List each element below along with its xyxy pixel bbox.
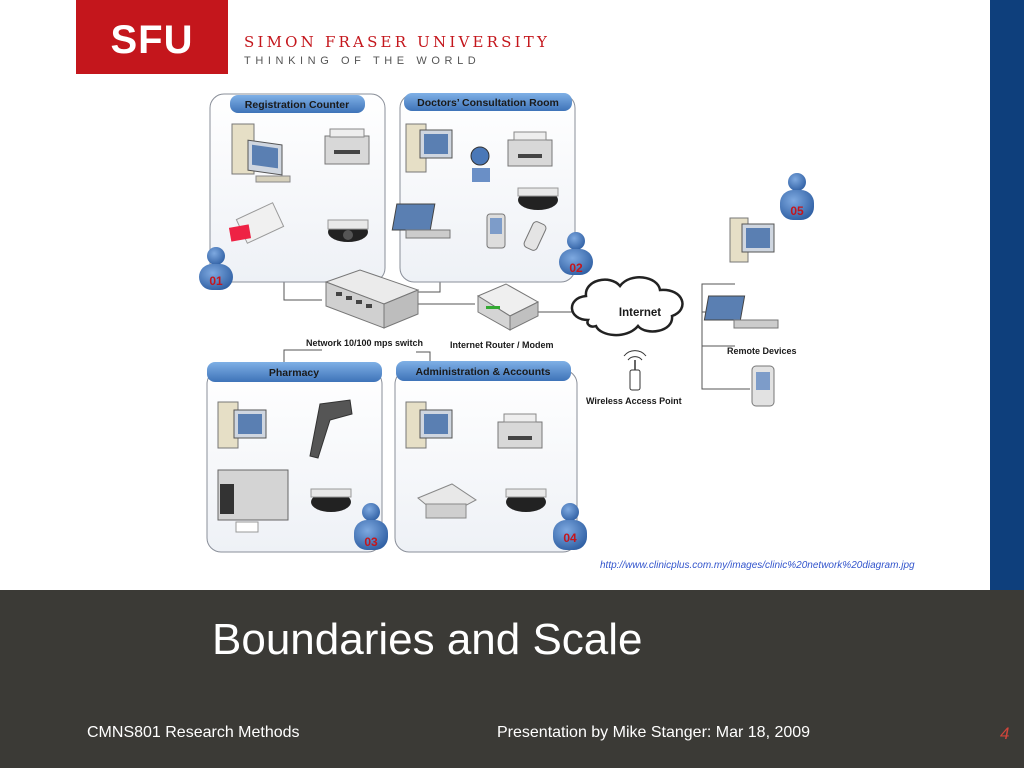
label-printer-icon xyxy=(217,469,289,533)
side-accent-bar xyxy=(990,0,1024,590)
zone-registration: Registration Counter xyxy=(209,93,386,283)
image-source-citation: http://www.clinicplus.com.my/images/clin… xyxy=(600,560,915,571)
router-label: Internet Router / Modem xyxy=(450,340,554,350)
tagline: THINKING OF THE WORLD xyxy=(244,55,481,67)
footer-band xyxy=(0,590,1024,768)
internet-label: Internet xyxy=(619,307,661,319)
router-modem-icon xyxy=(476,283,540,331)
remote-pda-icon xyxy=(751,365,775,407)
fax-machine-icon xyxy=(417,483,477,519)
clinic-network-diagram: Registration Counter xyxy=(199,93,814,553)
remote-laptop-icon xyxy=(703,295,779,329)
zone-title-registration: Registration Counter xyxy=(245,99,349,111)
person-badge-01: 01 xyxy=(199,247,233,290)
slide-title: Boundaries and Scale xyxy=(212,615,643,664)
person-badge-03: 03 xyxy=(354,503,388,550)
switch-label: Network 10/100 mps switch xyxy=(306,338,423,348)
security-camera-icon xyxy=(517,187,559,210)
badge-number: 02 xyxy=(569,261,583,275)
printer-icon xyxy=(497,413,543,449)
webcam-icon xyxy=(470,146,490,182)
security-camera-icon xyxy=(310,488,352,512)
badge-number: 05 xyxy=(790,204,804,218)
remote-desktop-icon xyxy=(729,217,775,263)
laptop-icon xyxy=(391,203,451,239)
desktop-computer-icon xyxy=(405,123,453,173)
wap-label: Wireless Access Point xyxy=(586,396,682,406)
wireless-access-point-icon xyxy=(623,350,647,391)
zone-administration: Administration & Accounts xyxy=(394,361,578,553)
person-badge-02: 02 xyxy=(559,232,593,275)
card-reader-icon xyxy=(228,202,285,244)
desktop-computer-icon xyxy=(217,401,267,449)
barcode-scanner-icon xyxy=(309,399,353,459)
remote-devices-label: Remote Devices xyxy=(727,346,797,356)
sfu-logo: SFU SIMON FRASER UNIVERSITY THINKING OF … xyxy=(76,0,564,74)
badge-number: 01 xyxy=(209,274,223,288)
zone-title-pharmacy: Pharmacy xyxy=(269,367,319,379)
logo-text: SFU xyxy=(110,18,194,62)
desktop-computer-icon xyxy=(231,123,291,183)
course-name: CMNS801 Research Methods xyxy=(87,724,300,741)
person-badge-04: 04 xyxy=(553,503,587,550)
printer-icon xyxy=(507,131,553,167)
mobile-phone-icon xyxy=(523,221,547,251)
zone-title-administration: Administration & Accounts xyxy=(416,366,551,378)
security-camera-icon xyxy=(505,488,547,512)
person-badge-05: 05 xyxy=(780,173,814,220)
badge-number: 04 xyxy=(563,531,577,545)
security-camera-icon xyxy=(327,219,369,242)
pda-icon xyxy=(486,213,506,249)
badge-number: 03 xyxy=(364,535,378,549)
presenter-info: Presentation by Mike Stanger: Mar 18, 20… xyxy=(497,724,811,741)
network-switch-icon xyxy=(324,269,420,329)
desktop-computer-icon xyxy=(405,401,453,449)
zone-pharmacy: Pharmacy xyxy=(206,362,383,553)
page-number: 4 xyxy=(1000,724,1010,743)
internet-cloud-icon xyxy=(570,276,684,337)
zone-doctors: Doctors’ Consultation Room xyxy=(391,93,576,283)
zone-title-doctors: Doctors’ Consultation Room xyxy=(417,97,559,109)
printer-icon xyxy=(324,128,370,165)
university-name: SIMON FRASER UNIVERSITY xyxy=(244,33,551,51)
logo-red-box xyxy=(76,0,228,74)
